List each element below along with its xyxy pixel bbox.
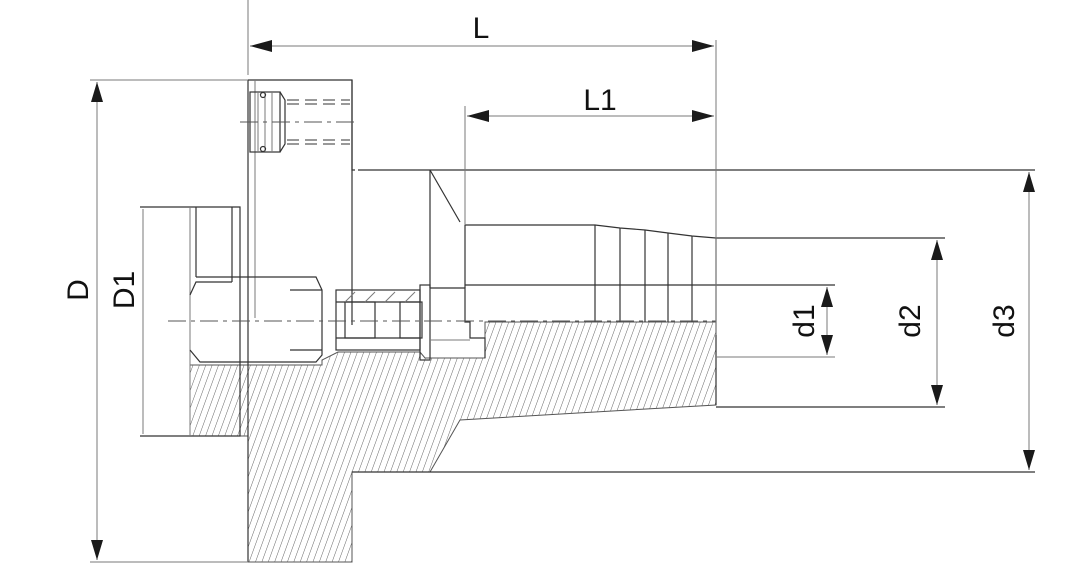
label-L1: L1 (583, 84, 616, 117)
label-D1: D1 (108, 271, 141, 309)
set-screw (240, 91, 358, 153)
dimension-L: L (247, 0, 717, 335)
section-hatching (189, 321, 717, 563)
label-d2: d2 (894, 304, 927, 337)
label-d3: d3 (988, 304, 1021, 337)
screw-point-icon (259, 91, 267, 99)
label-d1: d1 (788, 304, 821, 337)
dimension-D1: D1 (108, 209, 144, 434)
screw-point-icon (259, 145, 267, 153)
dimension-D: D (62, 79, 248, 563)
label-L: L (473, 12, 490, 45)
dimension-d2: d2 (894, 240, 943, 405)
dimension-d3: d3 (988, 172, 1035, 470)
dimension-d1: d1 (788, 287, 833, 355)
dimension-L1: L1 (464, 84, 714, 225)
part-outline (140, 79, 1035, 562)
label-D: D (62, 279, 95, 301)
